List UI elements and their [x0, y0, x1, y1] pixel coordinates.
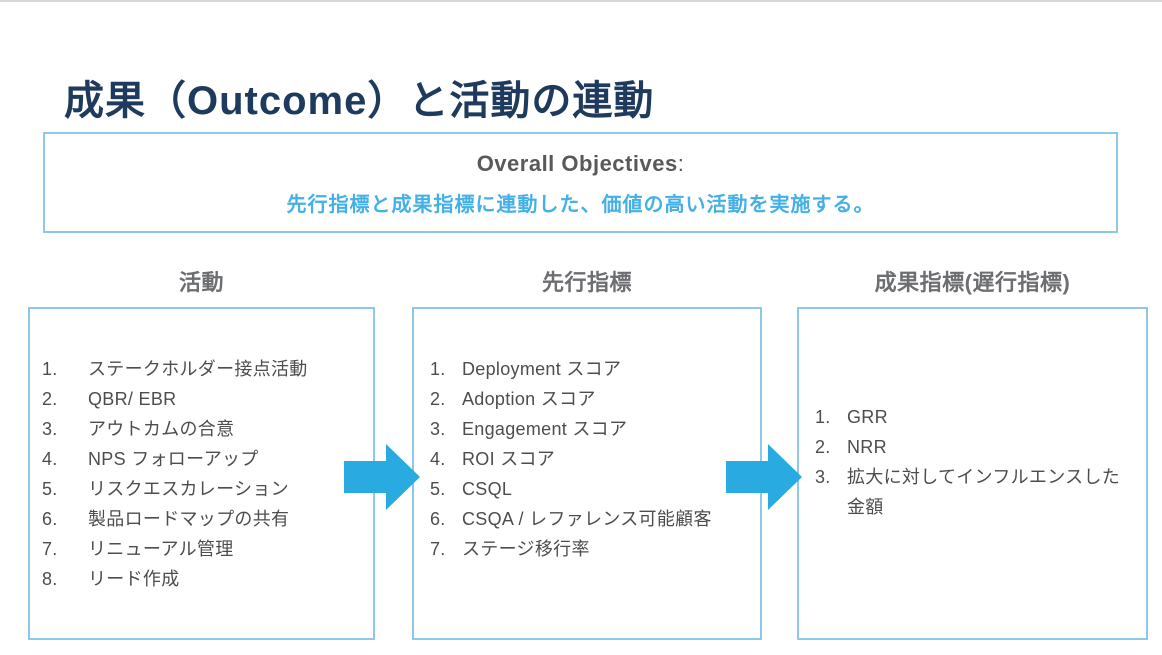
column-header-activities: 活動 — [178, 270, 224, 295]
list-item: 6.CSQA / レファレンス可能顧客 — [430, 509, 712, 529]
activities-box: 1.ステークホルダー接点活動 2.QBR/ EBR 3.アウトカムの合意 4.N… — [28, 307, 375, 640]
column-header-leading-indicators: 先行指標 — [541, 270, 632, 295]
overall-objectives-colon: : — [677, 151, 685, 176]
page-title: 成果（Outcome）と活動の連動 — [64, 79, 655, 123]
list-item: 1.GRR — [815, 407, 888, 427]
flow-arrow-right-icon — [726, 444, 802, 510]
outcome-indicators-box: 1.GRR 2.NRR 3.拡大に対してインフルエンスした金額 — [797, 307, 1148, 640]
list-item: 1.Deployment スコア — [430, 359, 622, 379]
list-item: 6.製品ロードマップの共有 — [42, 509, 290, 529]
list-item: 3.Engagement スコア — [430, 419, 628, 439]
flow-arrow-right-icon — [344, 444, 420, 510]
list-item: 4.ROI スコア — [430, 449, 556, 469]
overall-objectives-statement: 先行指標と成果指標に連動した、価値の高い活動を実施する。 — [286, 194, 875, 216]
list-item: 7.リニューアル管理 — [42, 539, 234, 559]
list-item: 3.拡大に対してインフルエンスした金額 — [815, 467, 1121, 517]
leading-indicators-list: 1.Deployment スコア 2.Adoption スコア 3.Engage… — [430, 354, 752, 564]
overall-objectives-heading: Overall Objectives: — [45, 151, 1116, 177]
list-item: 1.ステークホルダー接点活動 — [42, 359, 308, 379]
leading-indicators-box: 1.Deployment スコア 2.Adoption スコア 3.Engage… — [412, 307, 762, 640]
outcome-indicators-list: 1.GRR 2.NRR 3.拡大に対してインフルエンスした金額 — [815, 402, 1138, 522]
overall-objectives-box: Overall Objectives: 先行指標と成果指標に連動した、価値の高い… — [43, 132, 1118, 233]
list-item: 5.CSQL — [430, 479, 513, 499]
list-item: 5.リスクエスカレーション — [42, 479, 289, 499]
list-item: 2.NRR — [815, 437, 887, 457]
overall-objectives-label: Overall Objectives — [476, 151, 678, 176]
list-item: 2.Adoption スコア — [430, 389, 596, 409]
list-item: 3.アウトカムの合意 — [42, 419, 235, 439]
list-item: 4.NPS フォローアップ — [42, 449, 259, 469]
activities-list: 1.ステークホルダー接点活動 2.QBR/ EBR 3.アウトカムの合意 4.N… — [42, 354, 365, 594]
list-item: 8.リード作成 — [42, 569, 180, 589]
list-item: 2.QBR/ EBR — [42, 389, 177, 409]
list-item: 7.ステージ移行率 — [430, 539, 590, 559]
column-header-outcome-indicators: 成果指標(遅行指標) — [874, 270, 1071, 295]
